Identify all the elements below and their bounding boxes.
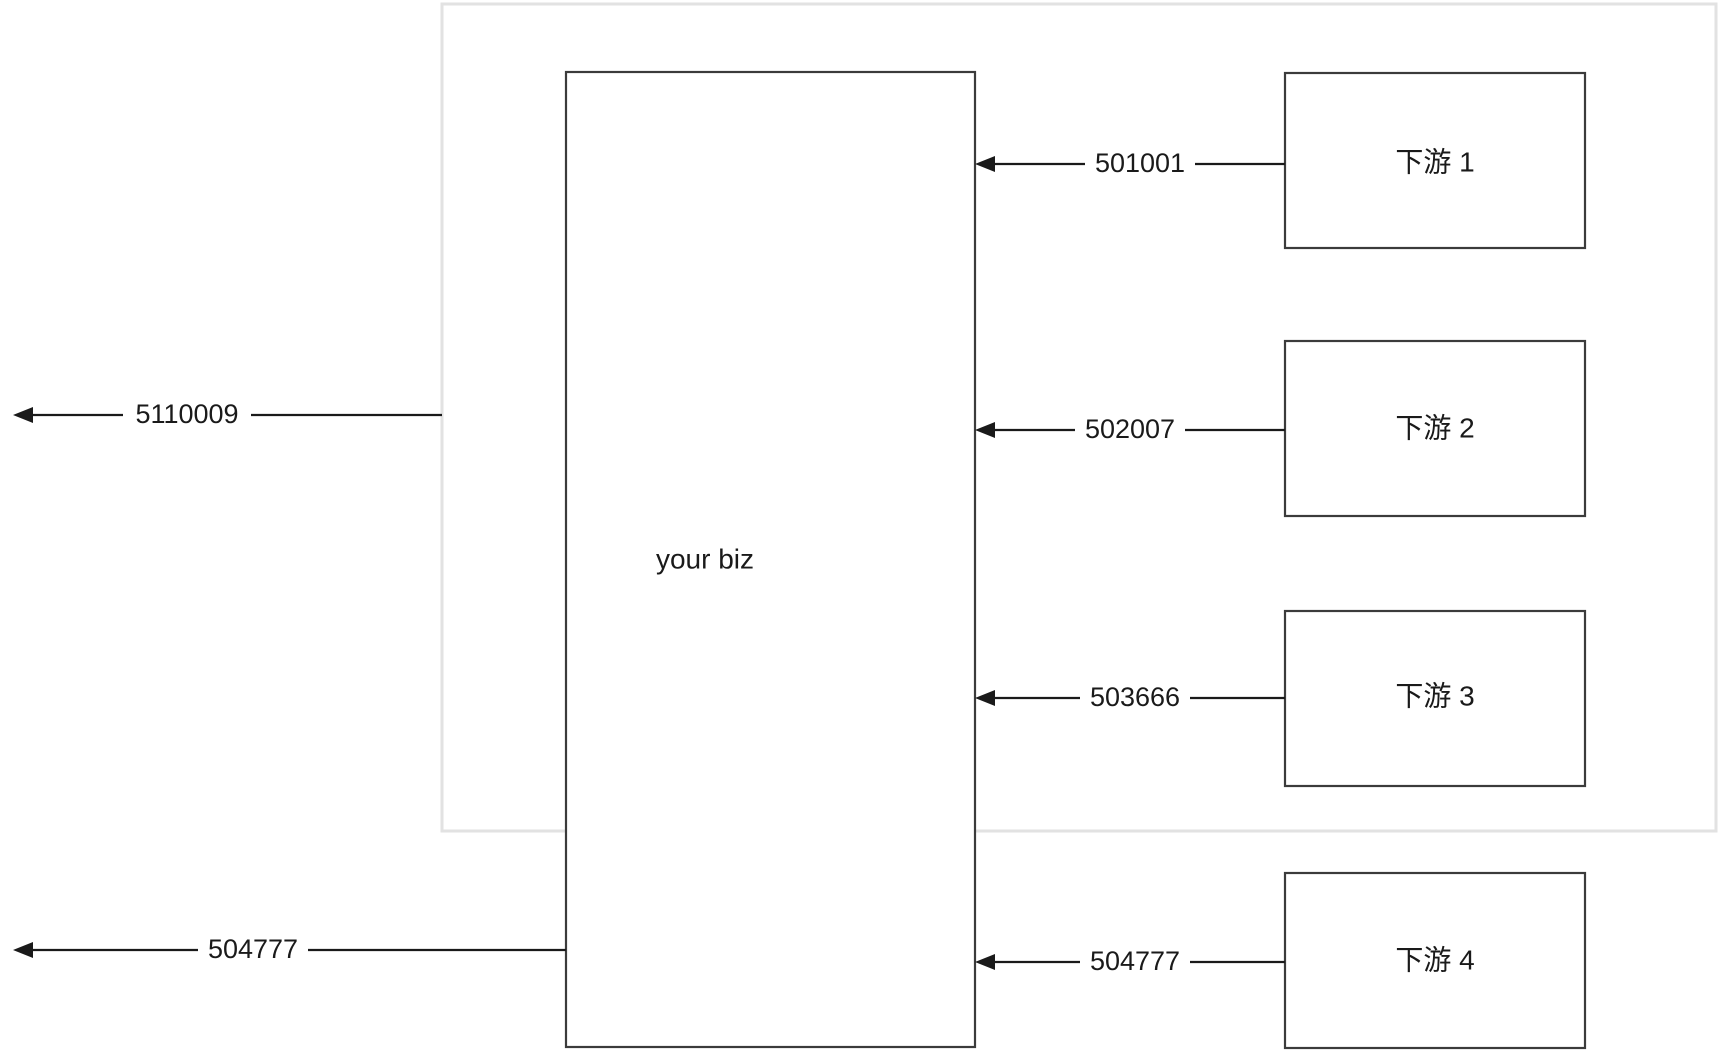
node-downstream-2-box[interactable] bbox=[1283, 339, 1587, 518]
node-downstream-4-label: 下游 4 bbox=[1395, 944, 1474, 975]
edge-downstream-2-arrowhead bbox=[975, 422, 995, 438]
edge-downstream-2-label-bg bbox=[1075, 416, 1185, 444]
edge-downstream-4-arrowhead bbox=[975, 954, 995, 970]
node-downstream-1-box[interactable] bbox=[1283, 71, 1587, 250]
edge-downstream-3-arrowhead bbox=[975, 690, 995, 706]
node-your-biz-label: your biz bbox=[656, 543, 754, 574]
edge-downstream-3-label: 503666 bbox=[1090, 682, 1180, 712]
node-downstream-3-label: 下游 3 bbox=[1395, 680, 1474, 711]
node-downstream-3-box[interactable] bbox=[1283, 609, 1587, 788]
edge-downstream-4-label: 504777 bbox=[1090, 946, 1180, 976]
upstream-group-container[interactable] bbox=[440, 2, 1718, 833]
edge-outgoing-1-label: 5110009 bbox=[135, 399, 238, 429]
node-downstream-4-box[interactable] bbox=[1283, 871, 1587, 1050]
edge-outgoing-2-label: 504777 bbox=[208, 934, 298, 964]
edge-downstream-1-label-bg bbox=[1085, 150, 1195, 178]
node-downstream-2-label: 下游 2 bbox=[1395, 412, 1474, 443]
edge-downstream-3-label-bg bbox=[1080, 684, 1190, 712]
edge-outgoing-1-label-bg bbox=[123, 401, 251, 429]
edge-downstream-1-label: 501001 bbox=[1095, 148, 1185, 178]
edge-outgoing-2-label-bg bbox=[198, 936, 308, 964]
edge-downstream-2-label: 502007 bbox=[1085, 414, 1175, 444]
edge-outgoing-2-arrowhead bbox=[13, 942, 33, 958]
edge-outgoing-1-arrowhead bbox=[13, 407, 33, 423]
edge-downstream-4-label-bg bbox=[1080, 948, 1190, 976]
edge-downstream-1-arrowhead bbox=[975, 156, 995, 172]
node-your-biz-box[interactable] bbox=[564, 70, 977, 1049]
node-downstream-1-label: 下游 1 bbox=[1395, 146, 1474, 177]
